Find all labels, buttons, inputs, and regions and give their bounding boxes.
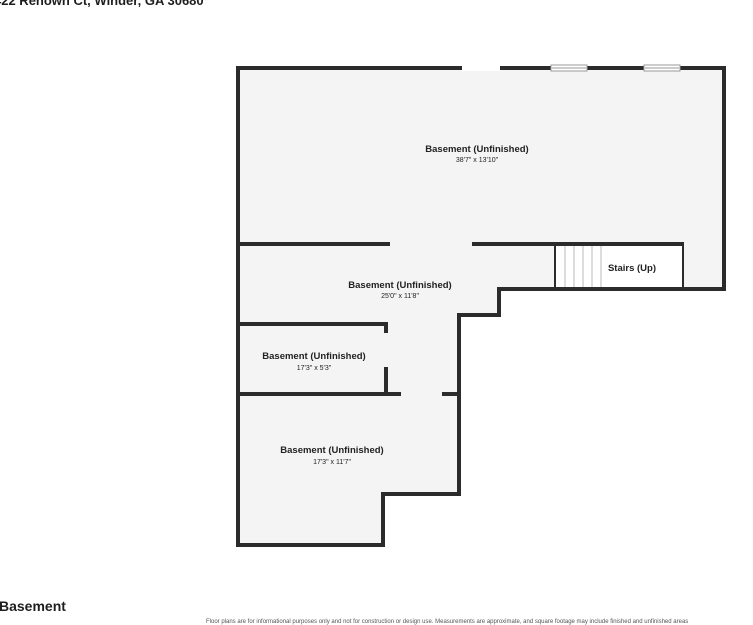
room-label-2: Basement (Unfinished) [348,280,451,291]
door-opening [462,65,500,71]
room-dimensions-1: 38'7" x 13'10" [456,157,499,164]
windows [462,64,681,72]
stairs [554,244,684,289]
disclaimer: Floor plans are for informational purpos… [206,619,689,625]
room-dimensions-4: 17'3" x 11'7" [313,459,351,466]
stairs-label: Stairs (Up) [608,263,656,274]
room-label-1: Basement (Unfinished) [425,144,528,155]
room-label-3: Basement (Unfinished) [262,351,365,362]
floor-area [238,68,724,545]
room-dimensions-3: 17'3" x 5'3" [297,365,332,372]
property-address: 422 Renown Ct, Winder, GA 30680 [0,0,204,8]
room-dimensions-2: 25'0" x 11'8" [381,293,419,300]
floor-name: Basement [0,598,66,614]
room-label-4: Basement (Unfinished) [280,445,383,456]
exterior-walls [236,66,726,547]
